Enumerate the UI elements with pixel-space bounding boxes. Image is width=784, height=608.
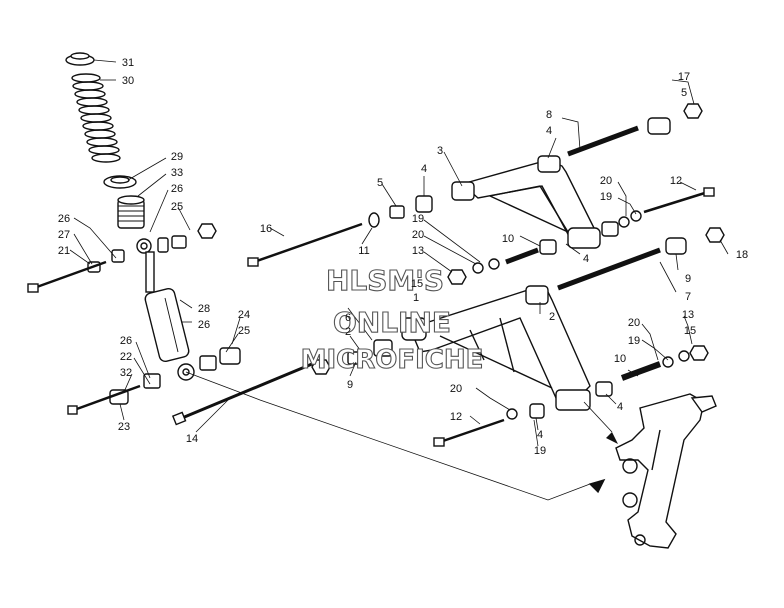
shock-body [144, 287, 190, 363]
callout-27: 27 [58, 229, 70, 241]
callout-7: 7 [685, 291, 691, 303]
callout-20-upper-right: 20 [600, 175, 612, 187]
callout-5-upper: 5 [377, 177, 383, 189]
callout-4-lower: 4 [537, 429, 543, 441]
callout-26-lower: 26 [120, 335, 132, 347]
callout-4-mid: 4 [583, 253, 589, 265]
callout-31: 31 [122, 57, 134, 69]
callout-11: 11 [358, 245, 369, 257]
callout-10-lower: 10 [614, 353, 626, 365]
callout-12-upper: 12 [670, 175, 682, 187]
callout-19-mid: 19 [412, 213, 424, 225]
callout-labels: 31 30 29 33 26 25 26 27 21 28 26 24 25 2… [58, 57, 748, 457]
callout-6: 6 [345, 312, 351, 324]
spring-cap-top [70, 52, 90, 60]
callout-12-lower: 12 [450, 411, 462, 423]
callout-20-lower-right: 20 [628, 317, 640, 329]
callout-19-lower-right: 19 [628, 335, 640, 347]
callout-18: 18 [736, 249, 748, 261]
callout-19-lower: 19 [534, 445, 546, 457]
callout-9-right: 9 [685, 273, 691, 285]
callout-29: 29 [171, 151, 183, 163]
callout-20-lower: 20 [450, 383, 462, 395]
callout-2-right: 2 [549, 311, 555, 323]
lower-shock-hardware [67, 347, 241, 415]
callout-25-lower: 25 [238, 325, 250, 337]
adjuster-collar [117, 195, 145, 229]
spindle [615, 393, 717, 549]
callout-4-upper-left: 4 [421, 163, 427, 175]
callout-23: 23 [118, 421, 130, 433]
callout-4-lower-right: 4 [617, 401, 623, 413]
upper-a-arm [451, 155, 601, 249]
callout-26-upper: 26 [171, 183, 183, 195]
watermark-line-2: ONLINE [333, 306, 451, 339]
callout-9-left: 9 [347, 379, 353, 391]
upper-shock-bolt [33, 260, 107, 290]
upper-pivot-bolt [253, 222, 363, 264]
lower-arm-short-sleeve [620, 361, 662, 381]
callout-1: 1 [413, 292, 419, 304]
watermark: HLSM'S ONLINE MICROFICHE [300, 263, 484, 375]
callout-33: 33 [171, 167, 183, 179]
lower-arm-hardware [347, 227, 725, 447]
callout-13-lower: 13 [682, 309, 694, 321]
lower-pivot-sleeve [557, 247, 661, 291]
callout-30: 30 [122, 75, 134, 87]
callout-2-left: 2 [345, 326, 351, 338]
callout-10-mid: 10 [502, 233, 514, 245]
callout-21: 21 [58, 245, 70, 257]
callout-19-upper-right: 19 [600, 191, 612, 203]
callout-26-left: 26 [58, 213, 70, 225]
upper-arm-short-sleeve [505, 247, 539, 265]
callout-26-mid: 26 [198, 319, 210, 331]
callout-32: 32 [120, 367, 132, 379]
callout-24: 24 [238, 309, 250, 321]
upper-arm-outer-bolt [643, 190, 709, 214]
callout-4-upper-mid: 4 [546, 125, 552, 137]
long-through-bolt [171, 359, 331, 426]
callout-13-mid: 13 [412, 245, 424, 257]
callout-15-center: 15 [411, 278, 423, 290]
callout-15-lower: 15 [684, 325, 696, 337]
shock-upper-eye [136, 238, 152, 254]
coil-spring [71, 73, 121, 163]
callout-20-mid: 20 [412, 229, 424, 241]
lower-a-arm [401, 285, 591, 411]
callout-5-right: 5 [681, 87, 687, 99]
callout-3: 3 [437, 145, 443, 157]
callout-17: 17 [678, 71, 690, 83]
upper-shock-hardware [27, 223, 217, 293]
lower-shock-bolt [73, 384, 141, 412]
callout-22: 22 [120, 351, 132, 363]
watermark-line-3: MICROFICHE [301, 345, 484, 375]
spring-shock-assembly [65, 52, 195, 381]
shock-rod [145, 251, 155, 293]
watermark-line-1: HLSM'S [326, 264, 444, 297]
lock-nut-upper [197, 223, 217, 239]
callout-14: 14 [186, 433, 198, 445]
callout-25-upper: 25 [171, 201, 183, 213]
leader-lines [69, 59, 729, 501]
callout-8: 8 [546, 109, 552, 121]
callout-16: 16 [260, 223, 272, 235]
lower-arm-outer-bolt [439, 418, 505, 444]
callout-28: 28 [198, 303, 210, 315]
